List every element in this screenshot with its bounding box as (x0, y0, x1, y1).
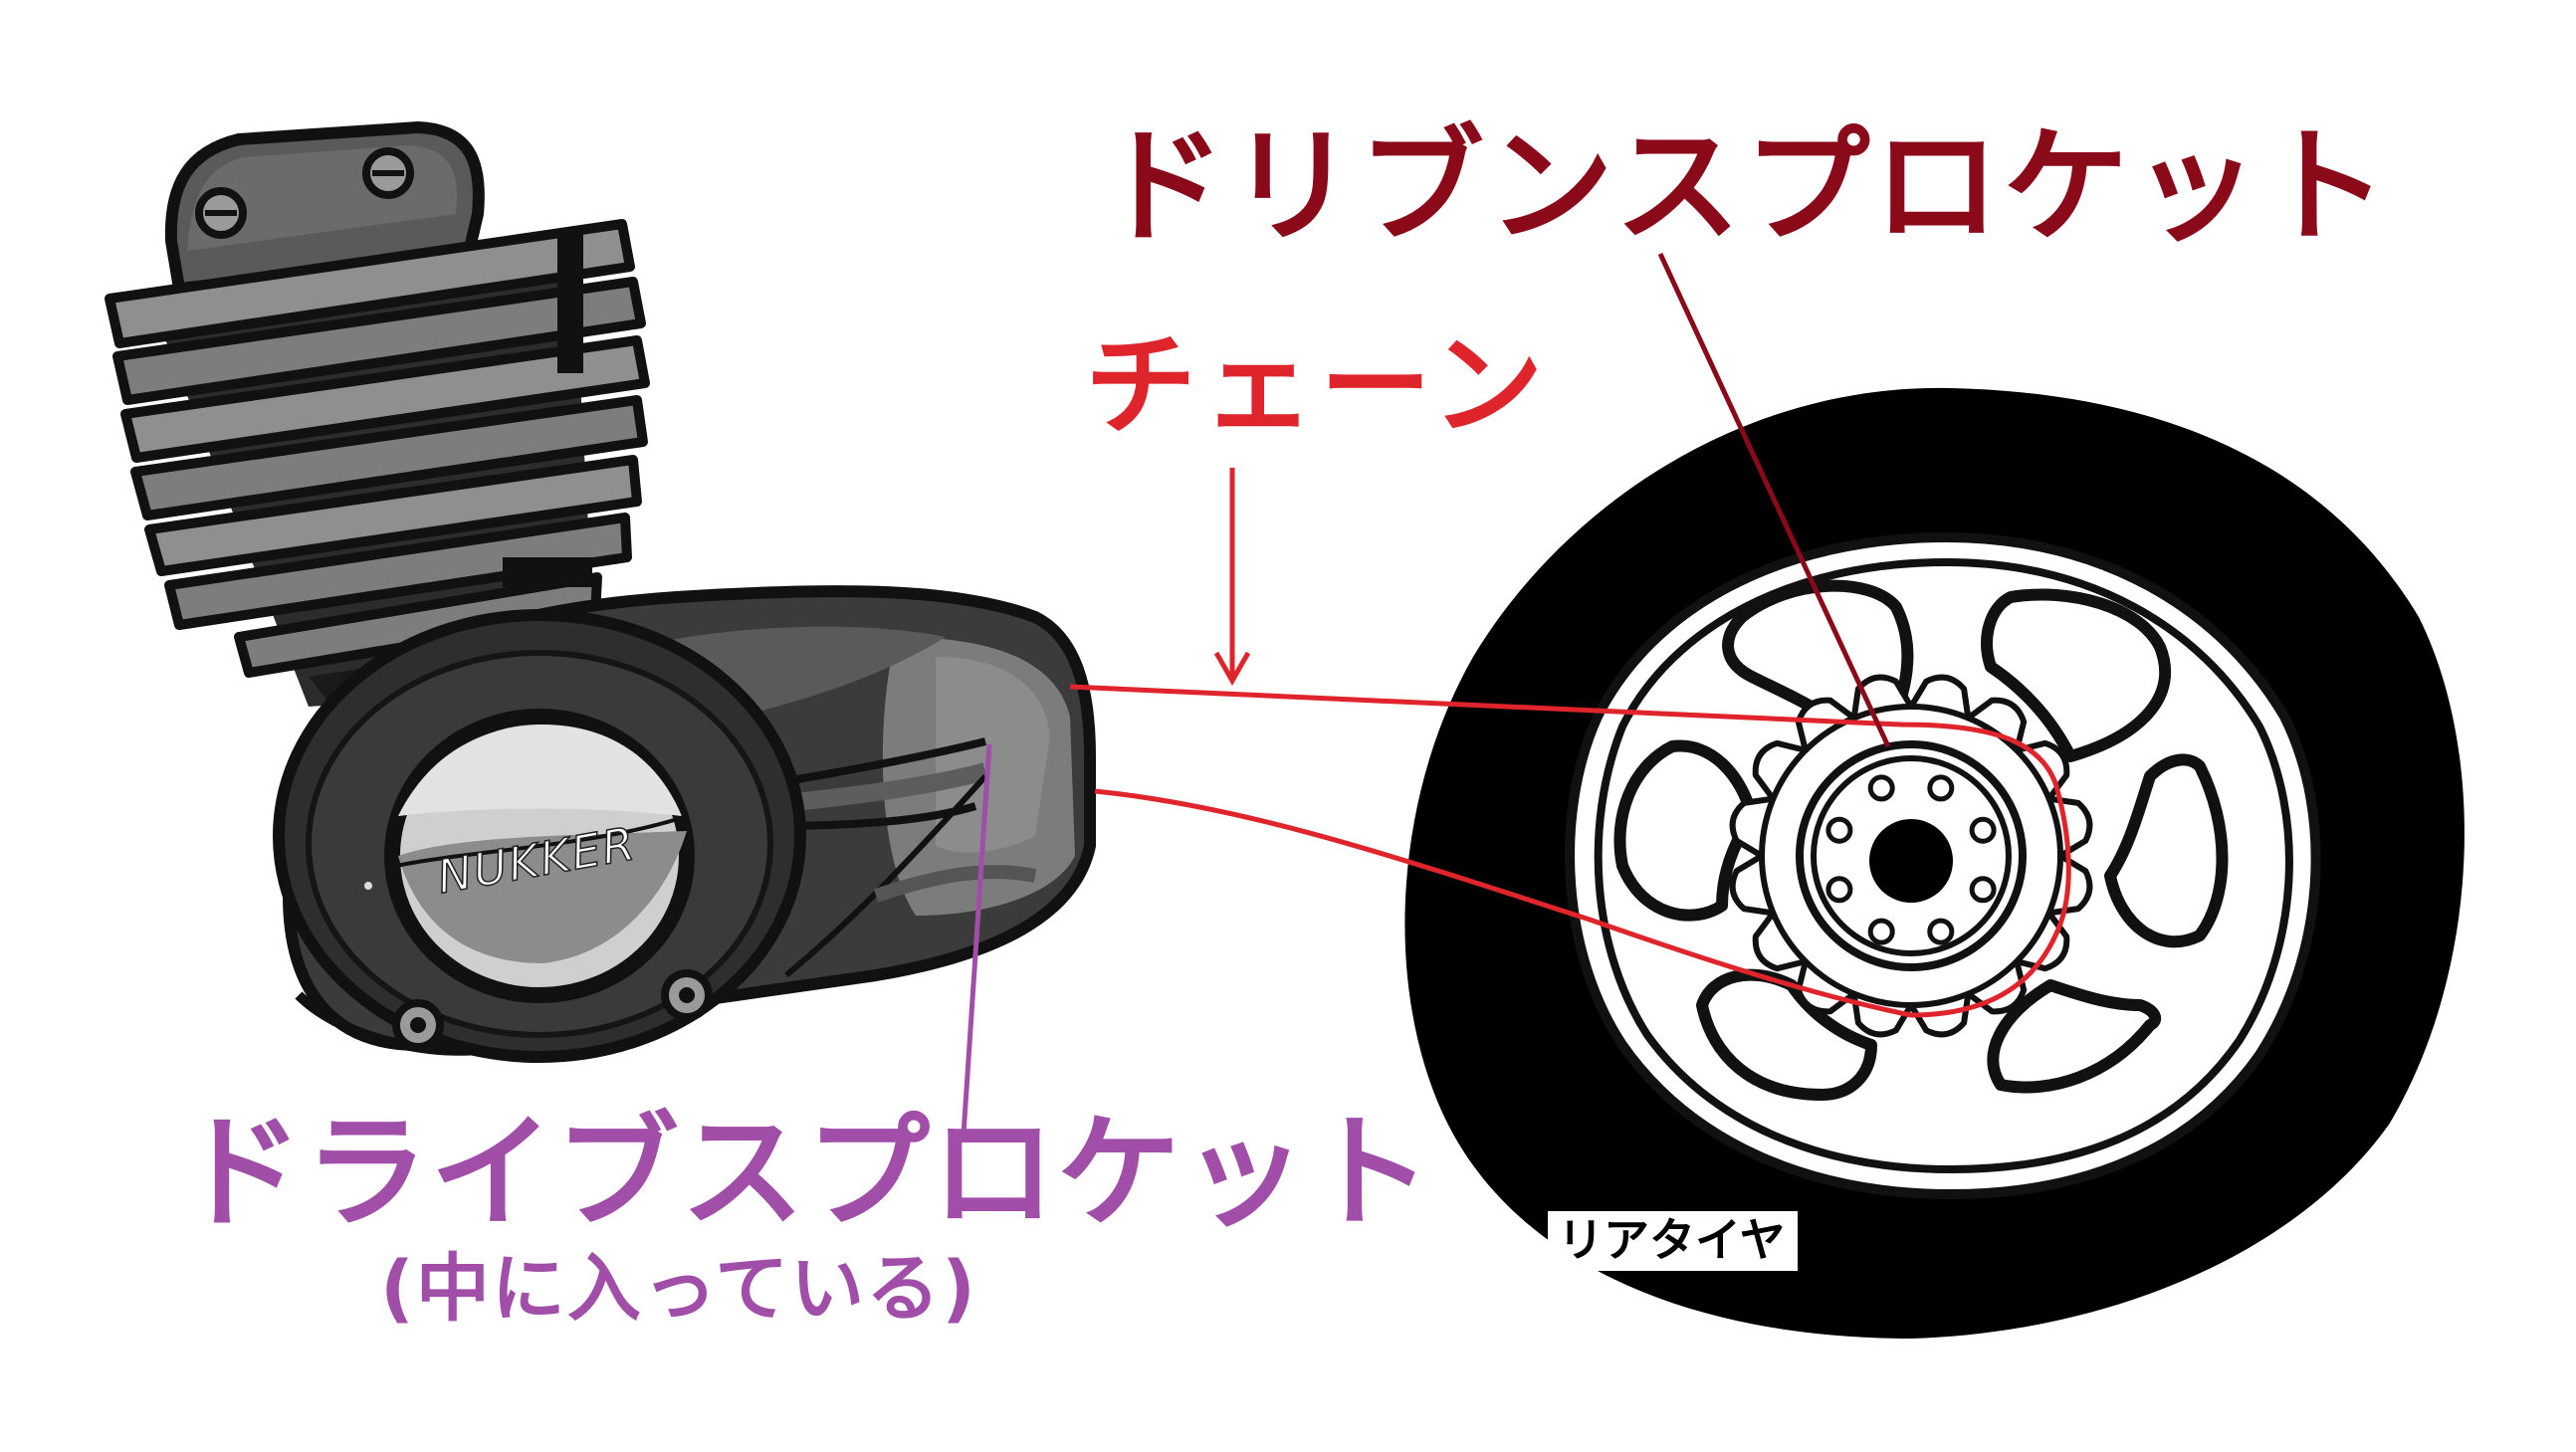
chain-pointer-arrow (1213, 468, 1251, 687)
driven-sprocket-leader-line (1657, 252, 1891, 748)
sprocket-gear-icon (1729, 674, 2093, 1038)
wheel-spokes (1613, 579, 2229, 1101)
drive-chain-line (1069, 684, 2071, 1018)
rear-tire-label: リアタイヤ (1548, 1211, 1798, 1271)
sprocket-bolt (1867, 774, 1895, 802)
sprocket-bolt (1927, 774, 1955, 802)
drive-sprocket-leader-line (961, 743, 992, 1136)
drive-sprocket-note: (中に入っている) (380, 1246, 977, 1332)
sprocket-bolts (1825, 774, 1997, 945)
sprocket-bolt (1867, 918, 1895, 945)
cover-bolt-left (392, 999, 444, 1051)
head-bolt-right (362, 147, 414, 199)
chain-label: チェーン (1085, 321, 1550, 451)
sprocket-bolt (1927, 918, 1955, 945)
sprocket-bolt (1825, 876, 1853, 904)
cover-bolt-right (661, 969, 713, 1021)
drive-sprocket-label: ドライブスプロケット (179, 1102, 1434, 1245)
sprocket-bolt (1969, 816, 1997, 844)
sprocket-hub (1869, 819, 1953, 903)
engine-illustration-icon: NUKKER (105, 121, 1096, 1063)
driven-sprocket-label: ドリブンスプロケット (1100, 113, 2392, 260)
head-bolt-left (195, 187, 247, 239)
sprocket-bolt (1969, 876, 1997, 904)
sprocket-bolt (1825, 816, 1853, 844)
cylinder-cooling-fins (105, 219, 650, 678)
